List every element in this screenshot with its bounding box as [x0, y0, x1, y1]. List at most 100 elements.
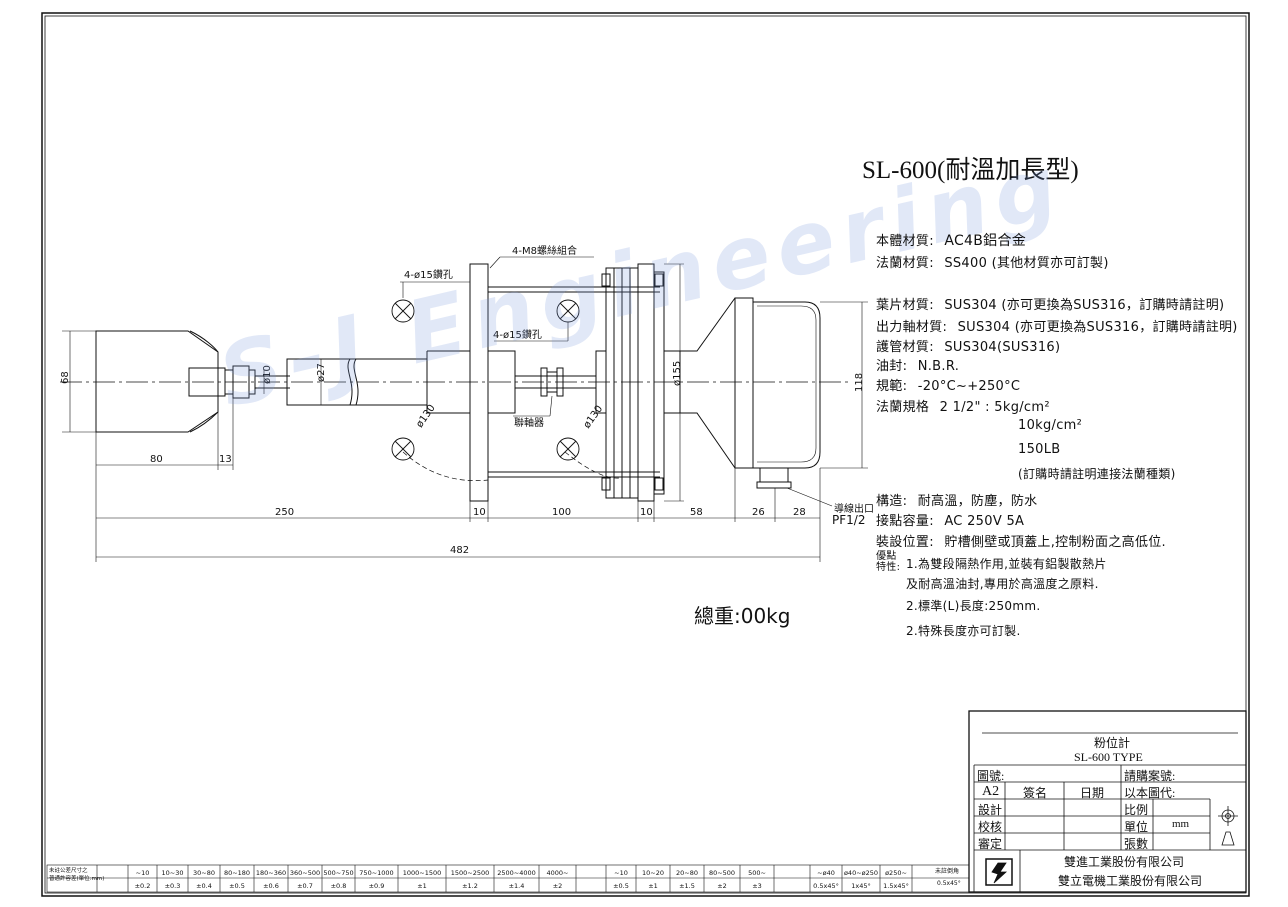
dim-118: 118	[854, 373, 865, 392]
spec-flange-3: 150LB	[1018, 442, 1061, 457]
title-block	[968, 710, 1247, 893]
tb-unit: 單位	[1124, 820, 1149, 834]
spec-blade-material: 葉片材質: SUS304 (亦可更換為SUS316，訂購時請註明)	[876, 298, 1225, 313]
tol-value: ±0.2	[135, 882, 151, 890]
tb-replace: 以本圖代:	[1124, 786, 1176, 800]
tolerance-table	[46, 864, 970, 893]
tb-company-2: 雙立電機工業股份有限公司	[1058, 874, 1203, 888]
tol-range: ~10	[136, 869, 150, 877]
dim-58: 58	[690, 507, 703, 518]
tol-range: 180~360	[256, 869, 286, 877]
tol-value: ±0.8	[331, 882, 347, 890]
tol-range: ~10	[614, 869, 628, 877]
dim-28: 28	[793, 507, 806, 518]
tb-size: A2	[982, 784, 1000, 799]
spec-feature-3: 2.標準(L)長度:250mm.	[906, 599, 1041, 613]
tol-range: 4000~	[547, 869, 569, 877]
dimension-texts: 68 118 80 13 250 10 100 10 58 26 28 482 …	[60, 244, 874, 556]
tb-product-type: SL-600 TYPE	[1074, 750, 1143, 764]
spec-install: 裝設位置: 貯槽側壁或頂蓋上,控制粉面之高低位.	[876, 535, 1166, 550]
dim-13: 13	[219, 454, 232, 465]
label-hole-mid: 4-ø15鑽孔	[493, 328, 542, 341]
spec-flange-note: (訂購時請註明連接法蘭種類)	[1018, 467, 1176, 481]
tol-range: 10~20	[642, 869, 664, 877]
label-d130a: ø130	[414, 403, 437, 430]
dim-250: 250	[275, 507, 294, 518]
tol-range: ø250~	[885, 869, 907, 877]
tol-header-2: 普通許容差(單位:mm)	[49, 876, 105, 882]
tol-value: ±0.7	[297, 882, 313, 890]
tol-value: ±1.2	[462, 882, 478, 890]
spec-body-material: 本體材質: AC4B鋁合金	[876, 233, 1027, 249]
total-weight: 總重:00kg	[694, 604, 791, 628]
tol-value: ±0.4	[196, 882, 212, 890]
spec-tube-material: 護管材質: SUS304(SUS316)	[876, 340, 1061, 355]
tb-product-name: 粉位計	[1094, 736, 1131, 750]
tol-range: 1000~1500	[403, 869, 442, 877]
tol-value: ±1	[648, 882, 658, 890]
tol-range: 500~750	[323, 869, 353, 877]
tb-approve: 審定	[978, 837, 1003, 851]
tol-last-value: 0.5x45°	[937, 880, 961, 887]
tol-value: ±1	[417, 882, 427, 890]
dim-482: 482	[450, 545, 469, 556]
tol-value: ±0.3	[165, 882, 181, 890]
tol-last-header: 未註倒角	[935, 868, 960, 875]
dim-68: 68	[60, 371, 71, 384]
sensor-drawing	[60, 256, 850, 507]
tb-unit-value: mm	[1172, 818, 1190, 830]
tol-value: ±3	[752, 882, 762, 890]
dim-100: 100	[552, 507, 571, 518]
label-m8-bolt: 4-M8螺絲組合	[512, 244, 577, 257]
tol-range: ø40~ø250	[844, 869, 878, 877]
spec-flange: 法蘭規格 2 1/2" : 5kg/cm²	[876, 400, 1050, 415]
tb-company-1: 雙進工業股份有限公司	[1064, 855, 1185, 869]
label-cable-outlet: 導線出口	[834, 502, 874, 515]
tb-sign: 簽名	[1023, 786, 1048, 800]
tol-range: 20~80	[676, 869, 698, 877]
tol-value: 0.5x45°	[813, 882, 839, 890]
tol-range: 30~80	[193, 869, 215, 877]
tol-value: ±1.4	[509, 882, 525, 890]
page-title: SL-600(耐溫加長型)	[862, 157, 1079, 184]
tol-range: 10~30	[162, 869, 184, 877]
spec-feature-1: 1.為雙段隔熱作用,並裝有鋁製散熱片	[906, 557, 1107, 571]
tol-range: 80~180	[224, 869, 250, 877]
tol-range: ~ø40	[817, 869, 835, 877]
tb-scale: 比例	[1124, 803, 1149, 817]
tol-value: ±0.9	[369, 882, 385, 890]
spec-range: 規範: -20°C~+250°C	[876, 379, 1021, 394]
tol-value: ±2	[553, 882, 563, 890]
tb-design: 設計	[978, 803, 1003, 817]
tol-range: 80~500	[709, 869, 735, 877]
spec-features-label: 優點 特性:	[876, 551, 901, 573]
tol-value: ±2	[717, 882, 727, 890]
spec-contact: 接點容量: AC 250V 5A	[876, 514, 1025, 529]
tol-range: 2500~4000	[497, 869, 536, 877]
tb-sheets: 張數	[1124, 837, 1149, 851]
label-d130b: ø130	[582, 404, 605, 431]
tb-order-no: 請購案號:	[1124, 769, 1176, 783]
tol-value: ±0.6	[263, 882, 279, 890]
dimension-lines	[62, 263, 868, 562]
tol-header-1: 未註公差尺寸之	[49, 868, 88, 874]
tol-value: ±1.5	[679, 882, 695, 890]
spec-structure: 構造: 耐高溫，防塵，防水	[876, 494, 1038, 509]
spec-shaft-material: 出力軸材質: SUS304 (亦可更換為SUS316，訂購時請註明)	[876, 320, 1238, 335]
tb-check: 校核	[978, 820, 1003, 834]
tol-value: ±0.5	[613, 882, 629, 890]
tol-range: 500~	[748, 869, 766, 877]
spec-flange-2: 10kg/cm²	[1018, 418, 1083, 433]
spec-feature-4: 2.特殊長度亦可訂製.	[906, 624, 1021, 638]
dim-26: 26	[752, 507, 765, 518]
dim-80: 80	[150, 454, 163, 465]
tol-range: 360~500	[290, 869, 320, 877]
label-d155: ø155	[672, 361, 683, 386]
label-d27: ø27	[316, 363, 327, 382]
tol-value: ±0.5	[229, 882, 245, 890]
label-d10: ø10	[262, 365, 273, 384]
spec-feature-2: 及耐高溫油封,專用於高溫度之原料.	[906, 577, 1099, 591]
dim-10b: 10	[640, 507, 653, 518]
tb-date: 日期	[1080, 786, 1105, 800]
